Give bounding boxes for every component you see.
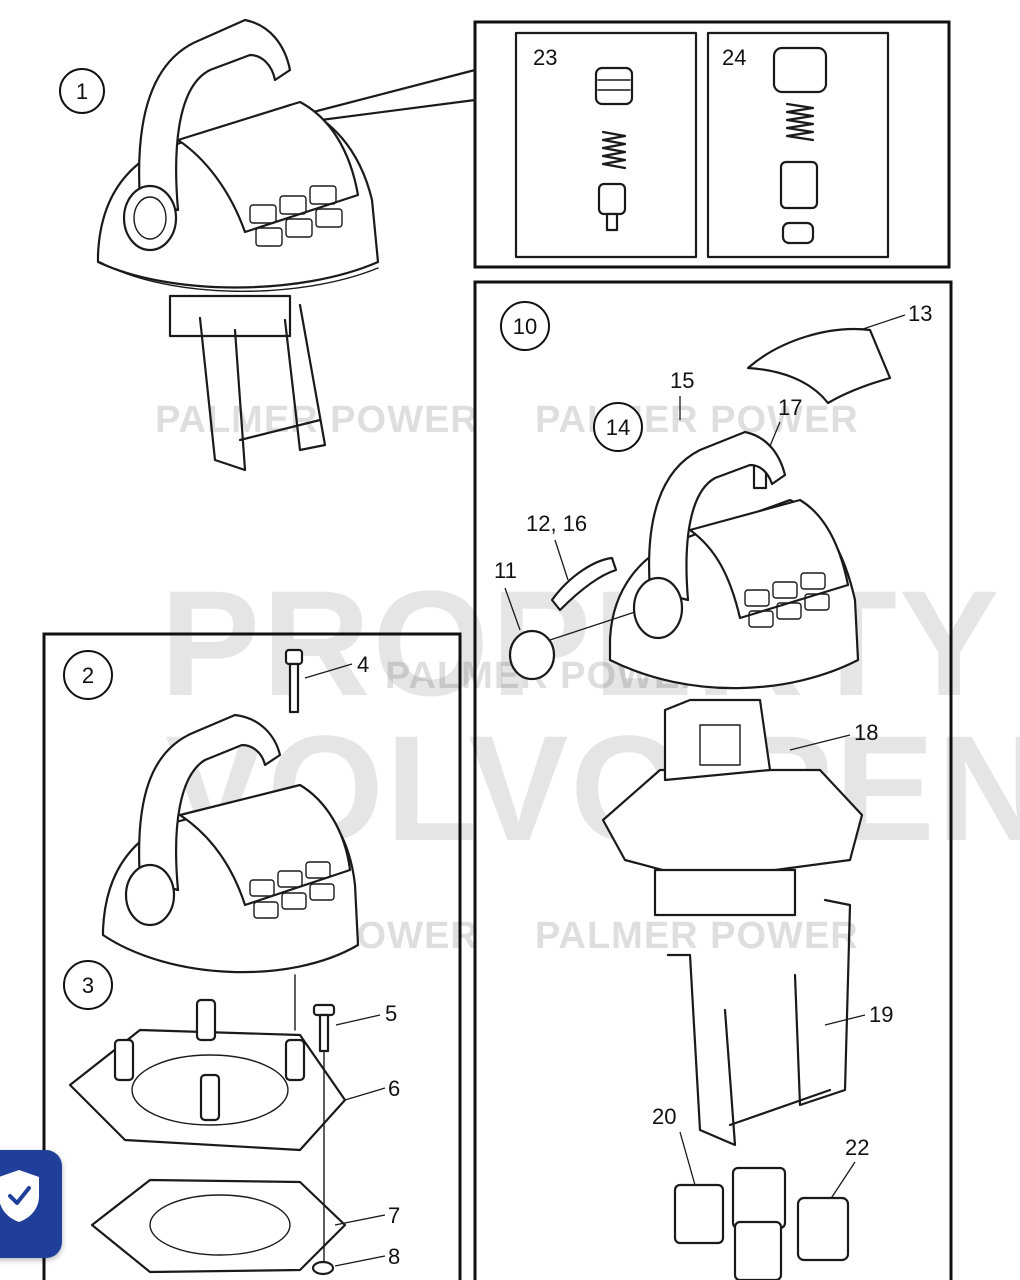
callout-circle-10	[500, 301, 550, 351]
base-connectors	[653, 868, 797, 917]
pin-24	[781, 221, 815, 245]
spring-24	[785, 102, 815, 142]
lever-hub-10	[632, 576, 684, 640]
control-lever-assembly-1: 1	[59, 18, 380, 472]
button-grid-10	[744, 572, 830, 628]
callout-17: 17	[778, 395, 802, 420]
connector-20	[673, 1183, 725, 1245]
callout-circle-3	[63, 960, 113, 1010]
callout-8: 8	[388, 1244, 400, 1269]
mounting-bracket-19	[666, 898, 852, 1147]
control-base-18	[601, 768, 864, 882]
callout-12-16: 12, 16	[526, 511, 587, 536]
frame-10	[473, 280, 953, 1280]
callout-4: 4	[357, 652, 369, 677]
lever-hub	[122, 184, 178, 252]
connector-22	[796, 1196, 850, 1262]
shield-check-icon	[0, 1170, 39, 1222]
callout-5: 5	[385, 1001, 397, 1026]
callout-7: 7	[388, 1203, 400, 1228]
emblem-cap-11	[508, 629, 556, 681]
gasket-7	[90, 1178, 347, 1274]
lever-top-panel	[176, 100, 360, 234]
screw-shaft-5	[318, 1013, 330, 1053]
callout-circle-14	[593, 402, 643, 452]
lever-handle-10	[648, 430, 787, 602]
callout-11: 11	[494, 558, 517, 583]
lever-kit-2: 2 4 3 5	[63, 648, 400, 1276]
button-grid-2	[249, 861, 335, 919]
callout-10: 10	[513, 314, 537, 339]
plunger-body-24	[779, 160, 819, 210]
callout-3: 3	[82, 973, 94, 998]
callout-6: 6	[388, 1076, 400, 1101]
frame-2	[42, 632, 462, 1280]
callout-14: 14	[606, 415, 630, 440]
detail-box-24	[706, 31, 890, 259]
watermark-line-1: PROPERTY OF	[160, 559, 1020, 727]
lever-top-panel-2	[178, 783, 352, 907]
callout-15: 15	[670, 368, 694, 393]
callout-20: 20	[652, 1104, 676, 1129]
callout-2: 2	[82, 663, 94, 688]
plunger-cap-24	[772, 46, 828, 94]
washer-8	[311, 1260, 335, 1276]
callout-13: 13	[908, 301, 932, 326]
watermark-brand-2: PALMER POWER	[535, 399, 859, 441]
spring-23	[601, 130, 627, 170]
detail-24-parts: 24	[722, 45, 828, 245]
exploded-lever-10: 10 13 15 17 14 12, 16 11	[494, 301, 932, 1280]
connector-21	[731, 1166, 787, 1230]
callout-19: 19	[869, 1002, 893, 1027]
security-badge[interactable]	[0, 1150, 62, 1258]
button-grid	[249, 185, 343, 247]
control-base-tower	[663, 698, 772, 782]
housing-rim	[99, 261, 379, 292]
lever-hub-2	[124, 863, 176, 927]
lever-connectors	[168, 294, 292, 338]
callout-circle-1	[59, 68, 105, 114]
trim-piece-12-16	[550, 556, 618, 612]
handle-cover-13	[746, 328, 892, 405]
lever-handle	[138, 18, 292, 212]
callout-circle-2	[63, 650, 113, 700]
screw-shaft-4	[288, 662, 300, 714]
zoom-line-top	[288, 68, 477, 120]
plunger-23	[597, 182, 627, 216]
callout-23: 23	[533, 45, 557, 70]
callout-22: 22	[845, 1135, 869, 1160]
connector-21b	[733, 1220, 783, 1280]
screw-head-4	[284, 648, 304, 666]
detail-frame-23-24	[473, 20, 951, 269]
callout-18: 18	[854, 720, 878, 745]
callout-24: 24	[722, 45, 746, 70]
lever-bracket	[198, 303, 327, 472]
watermark-brand-5: PALMER POWER	[535, 915, 859, 957]
plunger-cap-23	[594, 66, 634, 106]
callout-1: 1	[76, 79, 88, 104]
detail-box-23	[514, 31, 698, 259]
detail-23-parts: 23	[533, 45, 634, 232]
watermarks: PROPERTY OF VOLVO PENTA PALMER POWER PAL…	[155, 399, 1020, 957]
lever-handle-2	[138, 713, 282, 892]
screw-head-5	[312, 1003, 336, 1017]
